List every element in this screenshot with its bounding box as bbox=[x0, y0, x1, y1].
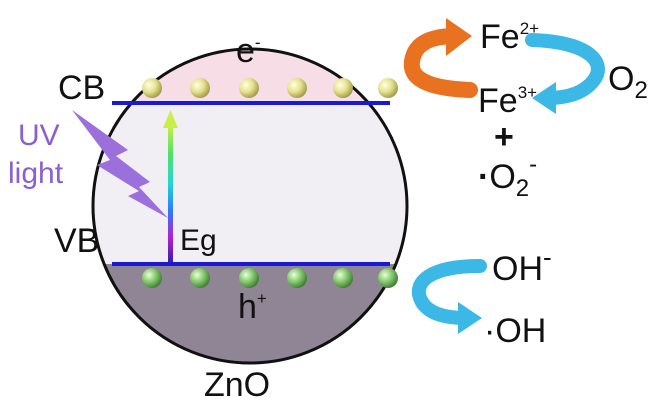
hole-particles bbox=[142, 268, 398, 288]
particle-outline bbox=[91, 47, 409, 365]
uv-light-label-line2: light bbox=[8, 157, 64, 190]
electron-particle bbox=[333, 78, 353, 98]
hydroxyl-radical-label: ·OH bbox=[484, 312, 546, 350]
band-gap-label: Eg bbox=[180, 224, 217, 257]
fe3-label: Fe3+ bbox=[478, 82, 537, 120]
hole-particle bbox=[142, 268, 162, 288]
hole-particle bbox=[190, 268, 210, 288]
hole-particle bbox=[239, 268, 259, 288]
electron-particle bbox=[287, 78, 307, 98]
fe-cycle-orange-arrow-icon bbox=[403, 18, 478, 98]
conduction-band-label: CB bbox=[58, 69, 105, 107]
hole-particle bbox=[378, 268, 398, 288]
electron-particles bbox=[142, 78, 398, 98]
electron-particle bbox=[190, 78, 210, 98]
hole-label: h+ bbox=[238, 288, 267, 326]
electron-particle bbox=[239, 78, 259, 98]
oxygen-cycle-blue-arrow-icon bbox=[525, 33, 605, 114]
oxygen-label: O2 bbox=[608, 60, 648, 104]
fe2-label: Fe2+ bbox=[480, 18, 539, 56]
material-label: ZnO bbox=[204, 366, 270, 404]
uv-light-label-line1: UV bbox=[18, 119, 60, 152]
valence-band-label: VB bbox=[54, 222, 99, 260]
hydroxide-label: OH- bbox=[492, 242, 552, 288]
band-gap-arrow bbox=[163, 110, 178, 262]
electron-particle bbox=[142, 78, 162, 98]
hole-particle bbox=[287, 268, 307, 288]
superoxide-label: ·O2- bbox=[478, 151, 537, 202]
electron-label: e- bbox=[236, 32, 261, 70]
electron-particle bbox=[378, 78, 398, 98]
hole-particle bbox=[333, 268, 353, 288]
uv-lightning-bolt-icon bbox=[72, 110, 168, 218]
plus-sign: + bbox=[494, 118, 514, 156]
hydroxyl-blue-arrow-icon bbox=[411, 259, 487, 334]
